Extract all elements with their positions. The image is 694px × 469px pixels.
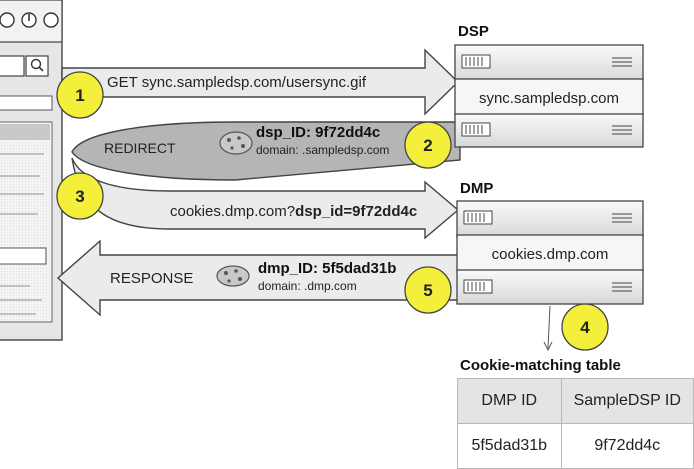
table-title: Cookie-matching table: [460, 357, 621, 374]
url-input[interactable]: [0, 55, 25, 77]
window-control-icon[interactable]: [0, 12, 15, 28]
get-request-text: GET sync.sampledsp.com/usersync.gif: [107, 74, 367, 91]
window-controls[interactable]: [0, 12, 59, 28]
cookie-matching-table: DMP ID SampleDSP ID 5f5dad31b 9f72dd4c: [457, 378, 694, 469]
dsp-server-stack: sync.sampledsp.com: [454, 44, 644, 148]
table-header-dmp-id: DMP ID: [457, 378, 562, 424]
arrow-redirect: [71, 121, 461, 181]
server-icon: [463, 210, 632, 294]
dmp-cookie-domain: domain: .dmp.com: [258, 279, 357, 293]
step-badge-2: 2: [404, 121, 452, 169]
page-input-field[interactable]: [0, 247, 47, 265]
step-number: 5: [423, 281, 432, 300]
table-header-row: DMP ID SampleDSP ID: [457, 378, 694, 424]
arrow-response: [56, 239, 461, 317]
page-content: [0, 121, 53, 323]
dsp-server-label: sync.sampledsp.com: [479, 90, 619, 107]
redirect-text: REDIRECT: [104, 140, 176, 156]
table-header-dsp-id: SampleDSP ID: [560, 378, 694, 424]
connector-arrowhead: [543, 341, 553, 352]
step-number: 1: [75, 86, 84, 105]
step-number: 2: [423, 136, 432, 155]
server-icon: [461, 54, 632, 137]
dmp-cookie-id: dmp_ID: 5f5dad31b: [258, 260, 396, 277]
cookie-icon: [219, 131, 253, 155]
dmp-heading: DMP: [460, 180, 493, 197]
search-icon: [30, 58, 44, 72]
cookie-icon: [216, 265, 250, 287]
step-badge-5: 5: [404, 266, 452, 314]
dmp-server-stack: cookies.dmp.com: [456, 200, 644, 305]
connector-line: [547, 305, 551, 349]
cookie-sync-text: cookies.dmp.com?dsp_id=9f72dd4c: [170, 203, 417, 220]
step-badge-1: 1: [56, 71, 104, 119]
cookie-sync-url: cookies.dmp.com?: [170, 203, 295, 220]
step-number: 4: [580, 318, 590, 337]
toolbar-field[interactable]: [0, 95, 53, 111]
dmp-server-label: cookies.dmp.com: [492, 246, 609, 263]
arrow-get-request: [61, 48, 460, 116]
step-badge-3: 3: [56, 172, 104, 220]
browser-window: [0, 0, 63, 341]
dsp-cookie-id: dsp_ID: 9f72dd4c: [256, 124, 380, 141]
table-cell-dsp-id: 9f72dd4c: [560, 423, 694, 469]
dsp-heading: DSP: [458, 23, 489, 40]
step-number: 3: [75, 187, 84, 206]
page-header-bar: [0, 124, 50, 140]
step-badge-4: 4: [561, 303, 609, 351]
table-cell-dmp-id: 5f5dad31b: [457, 423, 562, 469]
table-row: 5f5dad31b 9f72dd4c: [457, 423, 694, 469]
cookie-sync-param: dsp_id=9f72dd4c: [295, 203, 417, 220]
dsp-cookie-domain: domain: .sampledsp.com: [256, 143, 389, 157]
response-text: RESPONSE: [110, 270, 193, 287]
window-control-icon[interactable]: [43, 12, 59, 28]
